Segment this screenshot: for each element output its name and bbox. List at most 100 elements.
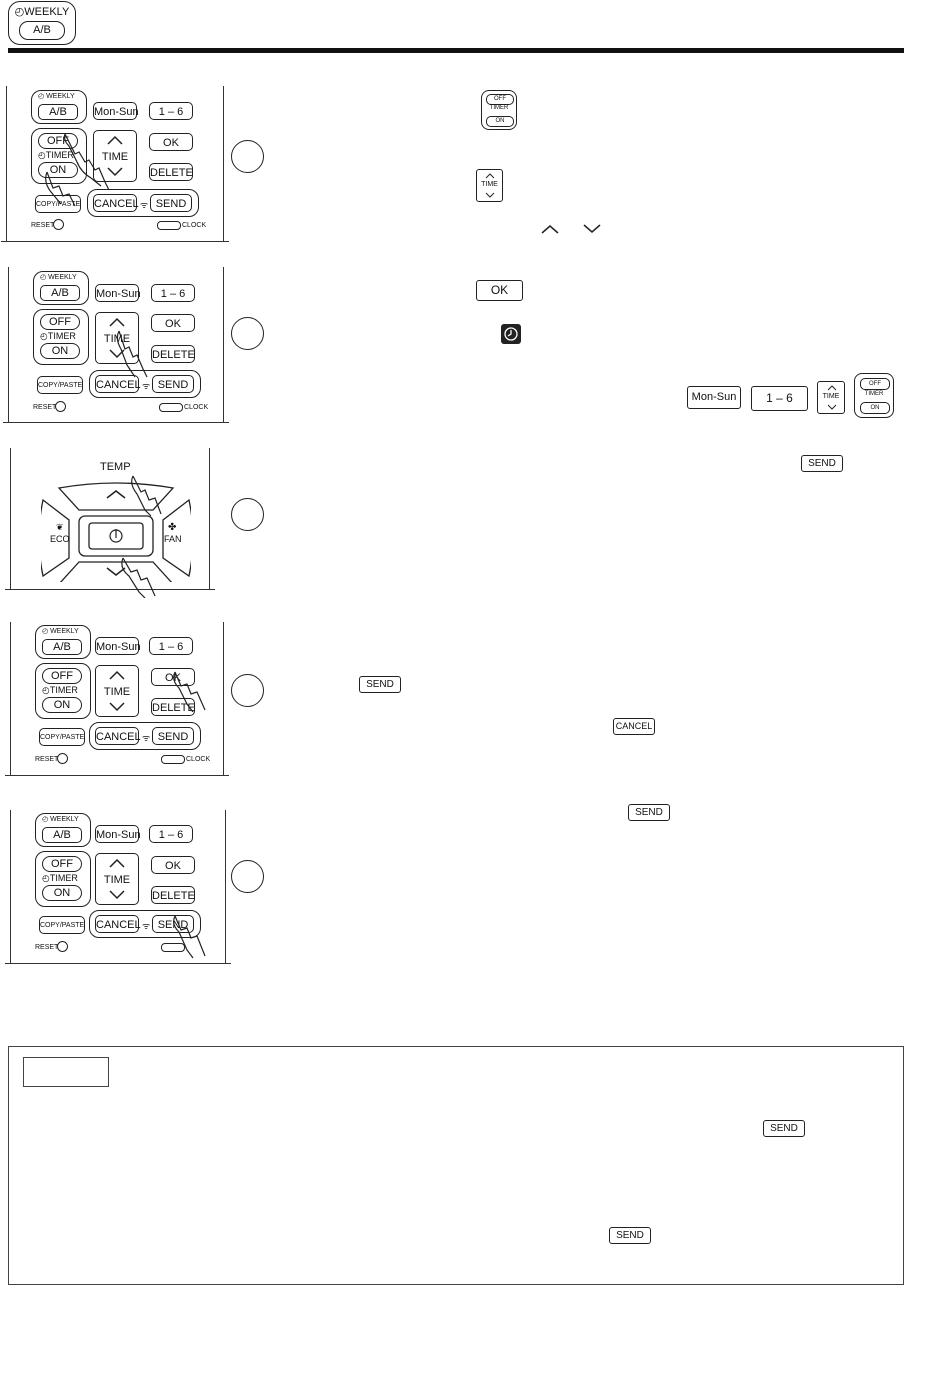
pointing-hand-icon bbox=[131, 475, 162, 517]
step-circle-5 bbox=[231, 860, 264, 893]
clock-button[interactable] bbox=[159, 403, 183, 412]
one-six-button[interactable]: 1 – 6 bbox=[149, 825, 193, 843]
cancel-button[interactable]: CANCEL bbox=[93, 194, 139, 212]
step-circle-3 bbox=[231, 498, 264, 531]
signal-icon: ᯤ bbox=[140, 200, 149, 210]
ab-button[interactable]: A/B bbox=[42, 827, 82, 843]
clock-button[interactable] bbox=[161, 943, 185, 952]
ok-button[interactable]: OK bbox=[149, 133, 193, 151]
send-button[interactable]: SEND bbox=[150, 194, 192, 212]
time-icon: TIME bbox=[817, 381, 845, 414]
ok-icon: OK bbox=[476, 280, 523, 301]
mon-sun-button[interactable]: Mon-Sun bbox=[95, 284, 141, 302]
time-button[interactable]: TIME bbox=[95, 665, 139, 717]
off-timer-on-icon: OFF TIMER ON bbox=[481, 90, 517, 130]
reset-label: RESET bbox=[35, 944, 59, 951]
temp-label: TEMP bbox=[100, 461, 131, 473]
on-button[interactable]: ON bbox=[40, 343, 80, 359]
remote-step-5: ◴ WEEKLY A/B Mon-Sun 1 – 6 OFF ◴TIMER ON… bbox=[5, 810, 231, 964]
off-button[interactable]: OFF bbox=[40, 314, 80, 330]
copy-paste-button[interactable]: COPY/PASTE bbox=[35, 195, 81, 213]
delete-button[interactable]: DELETE bbox=[151, 886, 195, 904]
one-six-button[interactable]: 1 – 6 bbox=[149, 637, 193, 655]
one-six-icon: 1 – 6 bbox=[751, 386, 808, 411]
copy-paste-button[interactable]: COPY/PASTE bbox=[37, 376, 83, 394]
ab-button[interactable]: A/B bbox=[42, 639, 82, 655]
ab-button[interactable]: A/B bbox=[38, 104, 78, 120]
ok-button[interactable]: OK bbox=[151, 314, 195, 332]
pointing-hand-icon bbox=[173, 915, 206, 959]
mon-sun-button[interactable]: Mon-Sun bbox=[95, 825, 141, 843]
pointing-hand-icon bbox=[45, 171, 76, 207]
reset-button[interactable] bbox=[57, 941, 68, 952]
cancel-icon: CANCEL bbox=[613, 718, 655, 735]
pointing-hand-icon bbox=[173, 671, 206, 712]
one-six-button[interactable]: 1 – 6 bbox=[151, 284, 195, 302]
weekly-group: ◴ WEEKLY A/B bbox=[35, 813, 91, 847]
timer-label: ◴TIMER bbox=[42, 685, 78, 695]
chevron-up-icon bbox=[109, 670, 125, 680]
time-button[interactable]: TIME bbox=[95, 853, 139, 905]
remote-step-2: ◴ WEEKLY A/B Mon-Sun 1 – 6 OFF ◴TIMER ON… bbox=[3, 267, 229, 423]
ab-label: A/B bbox=[19, 21, 65, 40]
reset-label: RESET bbox=[31, 222, 55, 229]
cancel-button[interactable]: CANCEL bbox=[95, 375, 141, 393]
reset-label: RESET bbox=[35, 756, 59, 763]
ok-button[interactable]: OK bbox=[151, 856, 195, 874]
time-label: TIME bbox=[101, 151, 129, 163]
time-button[interactable]: TIME bbox=[93, 130, 137, 182]
pointing-hand-icon bbox=[116, 330, 148, 378]
step-circle-2 bbox=[231, 317, 264, 350]
signal-icon: ᯤ bbox=[142, 381, 151, 391]
send-button[interactable]: SEND bbox=[152, 375, 194, 393]
ok-button[interactable]: OK bbox=[151, 668, 195, 686]
fan-icon: ✤ bbox=[168, 522, 177, 533]
on-button[interactable]: ON bbox=[42, 697, 82, 713]
send-group: CANCEL ᯤ SEND bbox=[89, 910, 201, 938]
cancel-button[interactable]: CANCEL bbox=[95, 915, 141, 933]
off-timer-on-icon: OFF TIMER ON bbox=[854, 373, 894, 418]
remote-step-1: ◴ WEEKLY A/B Mon-Sun 1 – 6 OFF ◴TIMER ON… bbox=[1, 86, 229, 242]
temp-panel-step-3: TEMP ❦ ECO ✤ FAN bbox=[5, 448, 215, 598]
eco-label: ECO bbox=[50, 534, 70, 544]
one-six-button[interactable]: 1 – 6 bbox=[149, 102, 193, 120]
copy-paste-button[interactable]: COPY/PASTE bbox=[39, 916, 85, 934]
chevron-down-icon bbox=[583, 224, 601, 233]
off-button[interactable]: OFF bbox=[42, 668, 82, 684]
note-tag bbox=[23, 1057, 109, 1087]
timer-group: OFF ◴TIMER ON bbox=[35, 851, 91, 907]
ab-button[interactable]: A/B bbox=[40, 285, 80, 301]
timer-label: ◴TIMER bbox=[40, 331, 76, 341]
clock-button[interactable] bbox=[161, 755, 185, 764]
remote-step-4: ◴ WEEKLY A/B Mon-Sun 1 – 6 OFF ◴TIMER ON… bbox=[5, 622, 229, 776]
send-button[interactable]: SEND bbox=[152, 727, 194, 745]
send-group: CANCEL ᯤ SEND bbox=[89, 370, 201, 398]
delete-button[interactable]: DELETE bbox=[149, 163, 193, 181]
send-group: CANCEL ᯤ SEND bbox=[89, 722, 201, 750]
timer-group: OFF ◴TIMER ON bbox=[33, 309, 89, 365]
step-circle-1 bbox=[231, 140, 264, 173]
weekly-group: ◴ WEEKLY A/B bbox=[33, 271, 89, 305]
send-icon: SEND bbox=[763, 1120, 805, 1137]
delete-button[interactable]: DELETE bbox=[151, 345, 195, 363]
step-circle-4 bbox=[231, 674, 264, 707]
note-box bbox=[8, 1046, 904, 1285]
reset-button[interactable] bbox=[55, 401, 66, 412]
weekly-ab-badge: ◴WEEKLY A/B bbox=[8, 1, 76, 45]
copy-paste-button[interactable]: COPY/PASTE bbox=[39, 728, 85, 746]
clock-button[interactable] bbox=[157, 221, 181, 230]
cancel-button[interactable]: CANCEL bbox=[95, 727, 141, 745]
on-button[interactable]: ON bbox=[42, 885, 82, 901]
mon-sun-button[interactable]: Mon-Sun bbox=[93, 102, 139, 120]
mon-sun-icon: Mon-Sun bbox=[687, 386, 741, 409]
header-rule bbox=[8, 48, 904, 53]
reset-button[interactable] bbox=[57, 753, 68, 764]
chevron-down-icon bbox=[107, 167, 123, 177]
mon-sun-button[interactable]: Mon-Sun bbox=[95, 637, 141, 655]
reset-button[interactable] bbox=[53, 219, 64, 230]
delete-button[interactable]: DELETE bbox=[151, 698, 195, 716]
pointing-hand-icon bbox=[63, 133, 110, 191]
time-label: TIME bbox=[103, 874, 131, 886]
chevron-down-icon bbox=[109, 890, 125, 900]
off-button[interactable]: OFF bbox=[42, 856, 82, 872]
